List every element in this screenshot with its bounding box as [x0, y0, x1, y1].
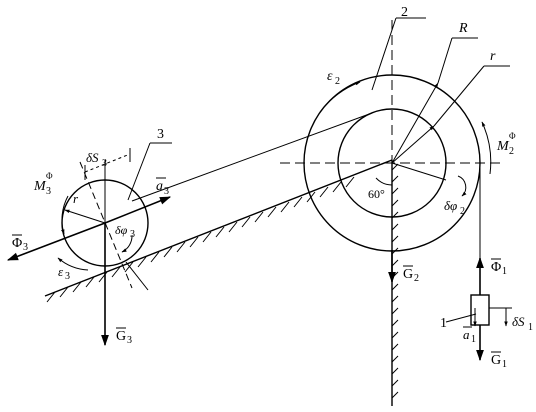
svg-text:δS: δS [512, 314, 525, 329]
rope-incline [131, 112, 373, 202]
svg-text:Φ: Φ [12, 236, 22, 251]
svg-text:2: 2 [414, 273, 419, 284]
svg-text:a: a [463, 327, 470, 342]
svg-text:ε: ε [327, 69, 333, 84]
svg-text:G: G [116, 329, 126, 344]
angle-arc [375, 177, 393, 186]
label-a3: a 3 [156, 177, 169, 197]
svg-text:1: 1 [502, 266, 507, 277]
svg-text:1: 1 [502, 359, 507, 370]
label-radius-R: R [458, 21, 468, 36]
roller-radius-arrow [64, 209, 106, 224]
svg-text:Φ: Φ [46, 171, 53, 181]
svg-text:2: 2 [335, 76, 340, 87]
label-dphi2: δφ 2 [444, 198, 465, 217]
svg-text:3: 3 [127, 335, 132, 346]
svg-text:δS: δS [86, 150, 99, 165]
load-body-1 [445, 256, 512, 362]
label-M2: M 2 Φ [496, 131, 516, 157]
label-dS3: δS 3 [86, 150, 107, 169]
roller-body-3 [6, 142, 172, 347]
eps2-arc-arrow [319, 81, 361, 113]
svg-text:2: 2 [460, 206, 465, 217]
label-angle-60: 60° [368, 187, 385, 201]
svg-text:ε: ε [58, 264, 64, 279]
svg-text:G: G [403, 267, 413, 282]
label-dphi3: δφ 3 [115, 223, 135, 240]
load-block [470, 294, 490, 326]
svg-text:M: M [33, 179, 47, 194]
M3-arc-arrow [61, 195, 69, 235]
svg-text:3: 3 [130, 229, 135, 240]
svg-text:3: 3 [65, 271, 70, 282]
label-body-3: 3 [157, 127, 164, 142]
roller-normal-axis [79, 161, 133, 289]
label-radius-r2: r [490, 49, 496, 64]
svg-text:1: 1 [528, 322, 533, 333]
svg-text:Φ: Φ [509, 131, 516, 141]
label-body-1: 1 [440, 316, 447, 331]
svg-text:3: 3 [23, 242, 28, 253]
svg-text:3: 3 [164, 186, 169, 197]
pulley-body-2 [280, 17, 510, 260]
svg-text:2: 2 [509, 146, 514, 157]
svg-text:M: M [496, 139, 510, 154]
label-eps2: ε 2 [327, 69, 340, 87]
svg-text:δφ: δφ [115, 223, 128, 237]
label-dS1: δS 1 [512, 314, 533, 333]
label-G3: G 3 [116, 327, 132, 346]
label-G2: G 2 [403, 265, 419, 284]
dphi3-arc-arrow [121, 234, 133, 253]
M2-arc-arrow [481, 121, 492, 175]
svg-text:1: 1 [471, 334, 476, 345]
dphi2-arc-arrow [457, 175, 467, 197]
label-radius-r3: r [73, 191, 79, 206]
label-M3: M 3 Φ [33, 171, 53, 197]
pulley-support-post [391, 160, 399, 406]
svg-text:3: 3 [46, 186, 51, 197]
label-G1: G 1 [491, 351, 507, 370]
label-eps3: ε 3 [58, 264, 70, 282]
radius-R-arrow [391, 82, 439, 164]
svg-text:3: 3 [102, 158, 107, 169]
svg-text:a: a [156, 179, 163, 194]
label-Phi1: Φ 1 [491, 258, 507, 277]
dphi2-ray [391, 162, 447, 181]
label-body-2: 2 [401, 5, 408, 20]
Phi3-arrow [6, 222, 106, 261]
svg-text:G: G [491, 353, 501, 368]
svg-text:Φ: Φ [491, 260, 501, 275]
svg-text:δφ: δφ [444, 198, 457, 213]
label-Phi3: Φ 3 [12, 234, 28, 253]
eps3-arc-arrow [57, 257, 89, 271]
a3-arrow [104, 196, 172, 224]
label-a1: a 1 [463, 326, 476, 345]
incline-hatching [46, 176, 355, 303]
radius-r2-arrow [391, 125, 435, 164]
